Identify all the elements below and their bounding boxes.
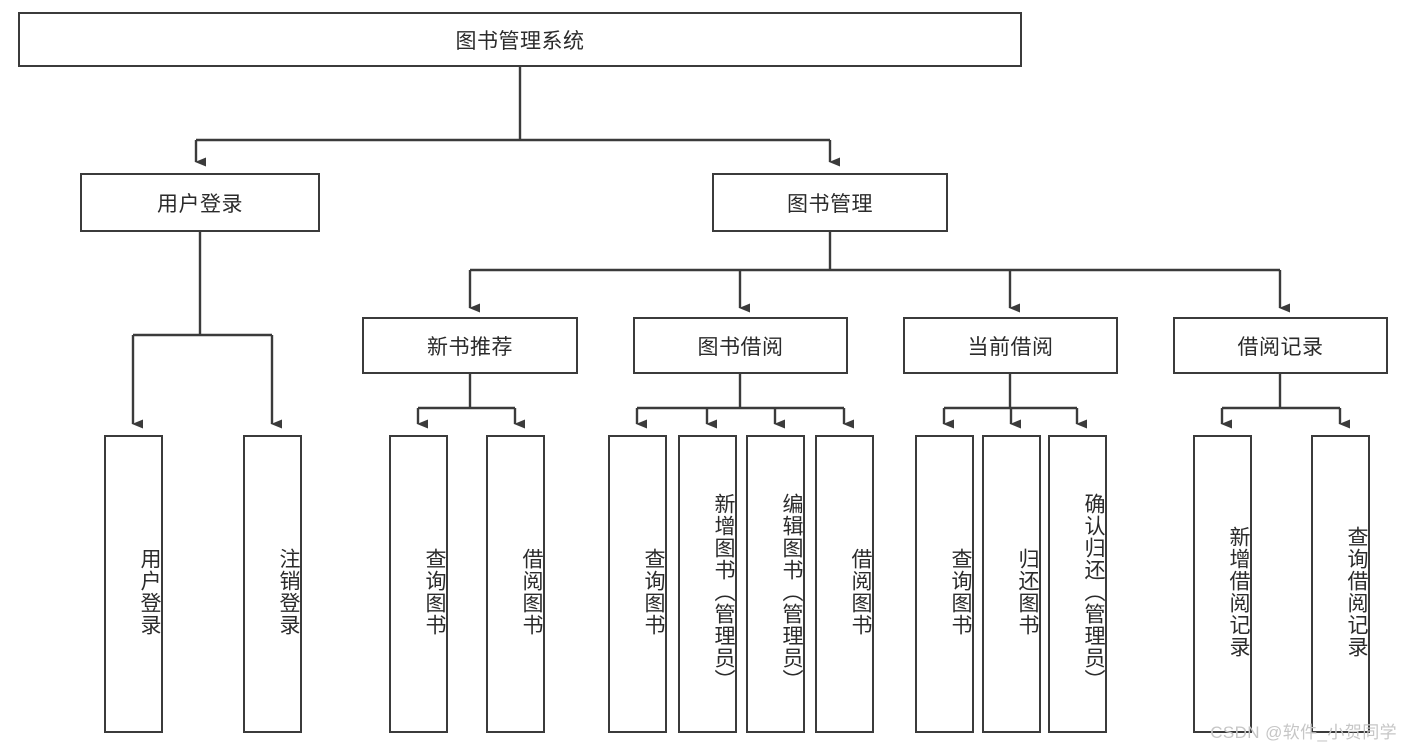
- leaf-book-borrow-edit[interactable]: 编辑图书（管理员）: [746, 435, 805, 733]
- watermark-credit: CSDN @软件_小贺同学: [1210, 723, 1397, 742]
- node-user-login[interactable]: 用户登录: [80, 173, 320, 232]
- leaf-book-borrow-add[interactable]: 新增图书（管理员）: [678, 435, 737, 733]
- leaf-borrow-record-add[interactable]: 新增借阅记录: [1193, 435, 1252, 733]
- node-borrow-record[interactable]: 借阅记录: [1173, 317, 1388, 374]
- leaf-user-login-login[interactable]: 用户登录: [104, 435, 163, 733]
- node-book-management[interactable]: 图书管理: [712, 173, 948, 232]
- leaf-user-login-logout[interactable]: 注销登录: [243, 435, 302, 733]
- node-root-system[interactable]: 图书管理系统: [18, 12, 1022, 67]
- node-new-book-recommend[interactable]: 新书推荐: [362, 317, 578, 374]
- leaf-current-borrow-return[interactable]: 归还图书: [982, 435, 1041, 733]
- leaf-current-borrow-query[interactable]: 查询图书: [915, 435, 974, 733]
- node-current-borrow[interactable]: 当前借阅: [903, 317, 1118, 374]
- leaf-borrow-record-query[interactable]: 查询借阅记录: [1311, 435, 1370, 733]
- leaf-book-borrow-borrow[interactable]: 借阅图书: [815, 435, 874, 733]
- leaf-book-borrow-query[interactable]: 查询图书: [608, 435, 667, 733]
- leaf-current-borrow-confirm-return[interactable]: 确认归还（管理员）: [1048, 435, 1107, 733]
- leaf-new-book-query[interactable]: 查询图书: [389, 435, 448, 733]
- leaf-new-book-borrow[interactable]: 借阅图书: [486, 435, 545, 733]
- node-book-borrow[interactable]: 图书借阅: [633, 317, 848, 374]
